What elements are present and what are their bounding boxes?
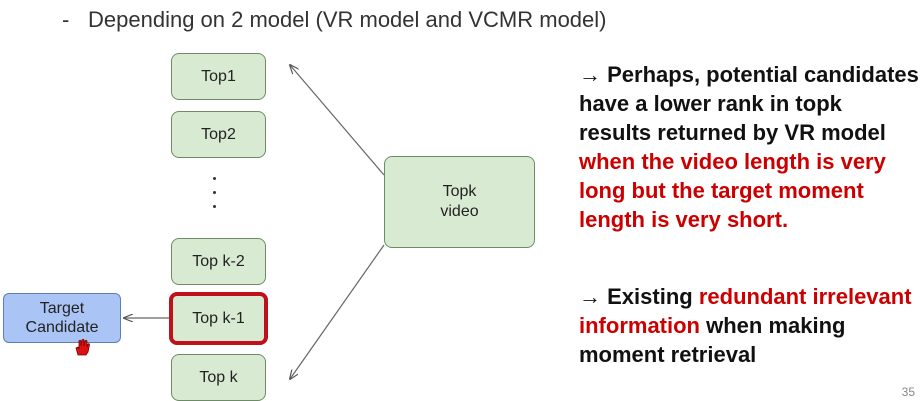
note-2: → Existing redundant irrelevant informat… (579, 282, 919, 369)
target-line2: Candidate (25, 319, 99, 336)
note-1-red: when the video length is very long but t… (579, 149, 886, 232)
topk-video-line2: video (440, 203, 479, 220)
target-candidate-box: Target Candidate (3, 293, 121, 343)
box-topk-2: Top k-2 (171, 238, 266, 285)
arrow-to-topk (290, 244, 385, 379)
box-topk-1-label: Top k-1 (192, 309, 245, 327)
note-2-black-1: Existing (607, 284, 693, 309)
box-top2: Top2 (171, 111, 266, 158)
note-2-red: redundant irrelevant information (579, 284, 912, 338)
box-top2-label: Top2 (201, 125, 236, 143)
note-1: → Perhaps, potential candidates have a l… (579, 60, 919, 234)
page-number: 35 (901, 385, 915, 399)
box-topk-2-label: Top k-2 (192, 252, 245, 270)
ellipsis-dots (213, 177, 216, 208)
arrow-to-top1 (290, 65, 385, 176)
box-topk: Top k (171, 354, 266, 401)
target-line1: Target (39, 300, 85, 317)
note-1-arrow: → (579, 62, 601, 87)
hand-cursor-icon (75, 338, 90, 356)
bullet-dash: - (62, 7, 70, 32)
note-2-arrow: → (579, 284, 601, 309)
box-topk-label: Top k (199, 368, 238, 386)
box-top1-label: Top1 (201, 67, 236, 85)
topk-video-line1: Topk (442, 183, 477, 200)
box-top1: Top1 (171, 53, 266, 100)
note-1-black: Perhaps, potential candidates have a low… (579, 62, 919, 145)
note-2-black-2: when making moment retrieval (579, 313, 846, 367)
bullet-text: Depending on 2 model (VR model and VCMR … (88, 7, 607, 32)
box-topk-1: Top k-1 (169, 292, 268, 345)
box-topk-video: Topk video (384, 156, 535, 248)
